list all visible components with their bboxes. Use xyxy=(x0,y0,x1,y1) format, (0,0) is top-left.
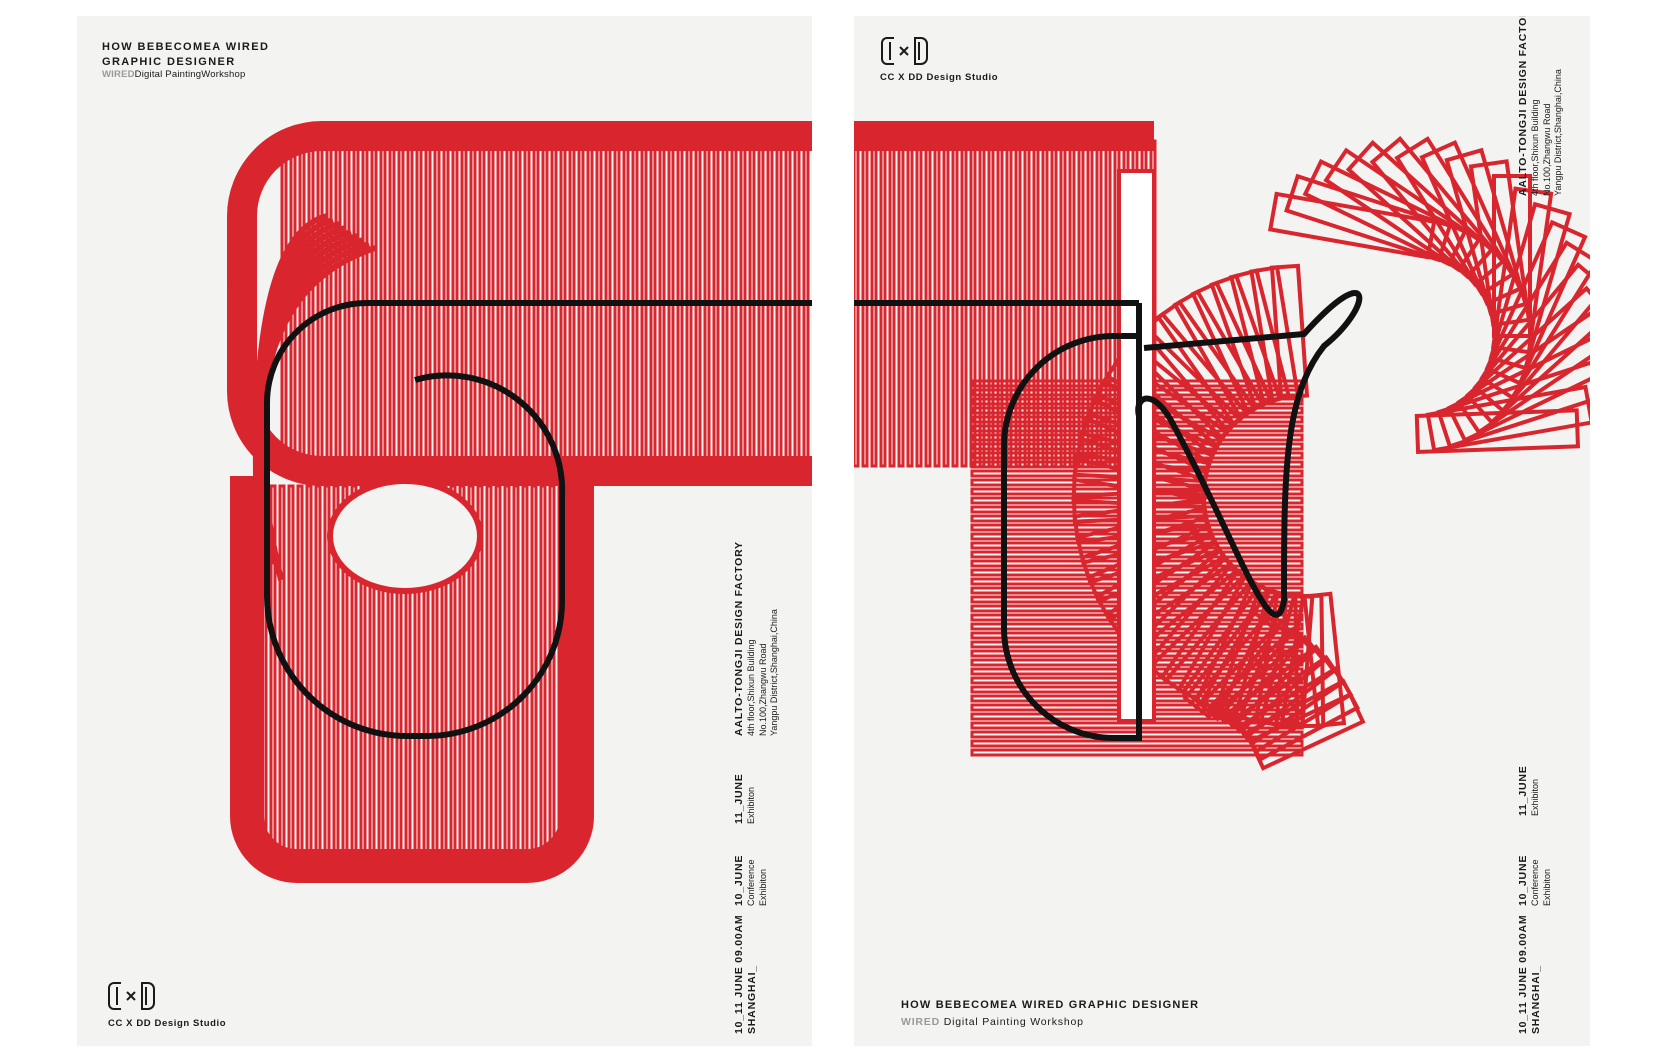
right-venue-line3: Yangpu District,Shanghai,China xyxy=(1553,69,1563,196)
right-subtitle-wired: WIRED xyxy=(901,1016,940,1028)
right-day10-line2: Exhibiton xyxy=(1541,868,1552,906)
left-day11-line1: Exhibiton xyxy=(746,786,756,824)
right-day11-title: 11_JUNE xyxy=(1517,765,1529,816)
right-subtitle: WIRED Digital Painting Workshop xyxy=(901,1016,1084,1028)
right-brand: CC X DD Design Studio xyxy=(880,72,999,83)
right-dates-line1: SHANGHAI_ xyxy=(1530,964,1542,1034)
left-day10-block: 10_JUNE Conference Exhibiton xyxy=(733,855,769,906)
left-day10-line2: Exhibiton xyxy=(757,868,768,906)
right-day11-line1: Exhibiton xyxy=(1530,778,1540,816)
left-poster-artwork xyxy=(227,121,812,883)
left-venue-line1: 4th floor,Shixun Building xyxy=(746,639,756,736)
right-dates-title: 10_11 JUNE 09.00AM xyxy=(1517,914,1529,1034)
left-day11-title: 11_JUNE xyxy=(733,773,745,824)
right-subtitle-rest: Digital Painting Workshop xyxy=(943,1016,1084,1028)
right-poster: CC X DD Design Studio AALTO-TONGJI DESIG… xyxy=(854,16,1590,1046)
left-headline-line2: GRAPHIC DESIGNER xyxy=(102,56,236,68)
right-day10-block: 10_JUNE Conference Exhibiton xyxy=(1517,855,1553,906)
left-headline: HOW BEBECOMEA WIRED GRAPHIC DESIGNER xyxy=(102,40,269,70)
right-venue-line2: No.100,Zhangwu Road xyxy=(1541,103,1552,196)
right-day10-line1: Conference xyxy=(1530,859,1540,906)
left-dates-title: 10_11 JUNE 09.00AM xyxy=(733,914,745,1034)
left-poster: HOW BEBECOMEA WIRED GRAPHIC DESIGNER WIR… xyxy=(77,16,812,1046)
left-day10-title: 10_JUNE xyxy=(733,854,745,906)
right-dates-block: 10_11 JUNE 09.00AM SHANGHAI_ xyxy=(1517,915,1543,1034)
right-venue-block: AALTO-TONGJI DESIGN FACTORY 4th floor,Sh… xyxy=(1517,16,1565,196)
left-brand: CC X DD Design Studio xyxy=(108,1018,227,1029)
left-day11-block: 11_JUNE Exhibiton xyxy=(733,773,758,824)
left-venue-title: AALTO-TONGJI DESIGN FACTORY xyxy=(733,541,745,736)
right-day10-title: 10_JUNE xyxy=(1517,854,1529,906)
left-dates-block: 10_11 JUNE 09.00AM SHANGHAI_ xyxy=(733,915,759,1034)
left-venue-line3: Yangpu District,Shanghai,China xyxy=(769,609,779,736)
left-day10-line1: Conference xyxy=(746,859,756,906)
left-venue-block: AALTO-TONGJI DESIGN FACTORY 4th floor,Sh… xyxy=(733,541,781,736)
left-subtitle: WIREDDigital PaintingWorkshop xyxy=(102,69,245,80)
left-subtitle-rest: Digital PaintingWorkshop xyxy=(134,69,246,80)
left-subtitle-wired: WIRED xyxy=(102,69,135,80)
right-venue-line1: 4th floor,Shixun Building xyxy=(1530,99,1540,196)
right-venue-title: AALTO-TONGJI DESIGN FACTORY xyxy=(1517,16,1529,196)
right-day11-block: 11_JUNE Exhibiton xyxy=(1517,765,1542,816)
left-headline-line1: HOW BEBECOMEA WIRED xyxy=(102,41,270,53)
cxd-logo-icon xyxy=(881,37,928,65)
left-venue-line2: No.100,Zhangwu Road xyxy=(757,643,768,736)
left-dates-line1: SHANGHAI_ xyxy=(746,964,758,1034)
right-headline: HOW BEBECOMEA WIRED GRAPHIC DESIGNER xyxy=(901,999,1200,1011)
cxd-logo-icon xyxy=(108,982,155,1010)
right-poster-artwork xyxy=(854,121,1590,771)
